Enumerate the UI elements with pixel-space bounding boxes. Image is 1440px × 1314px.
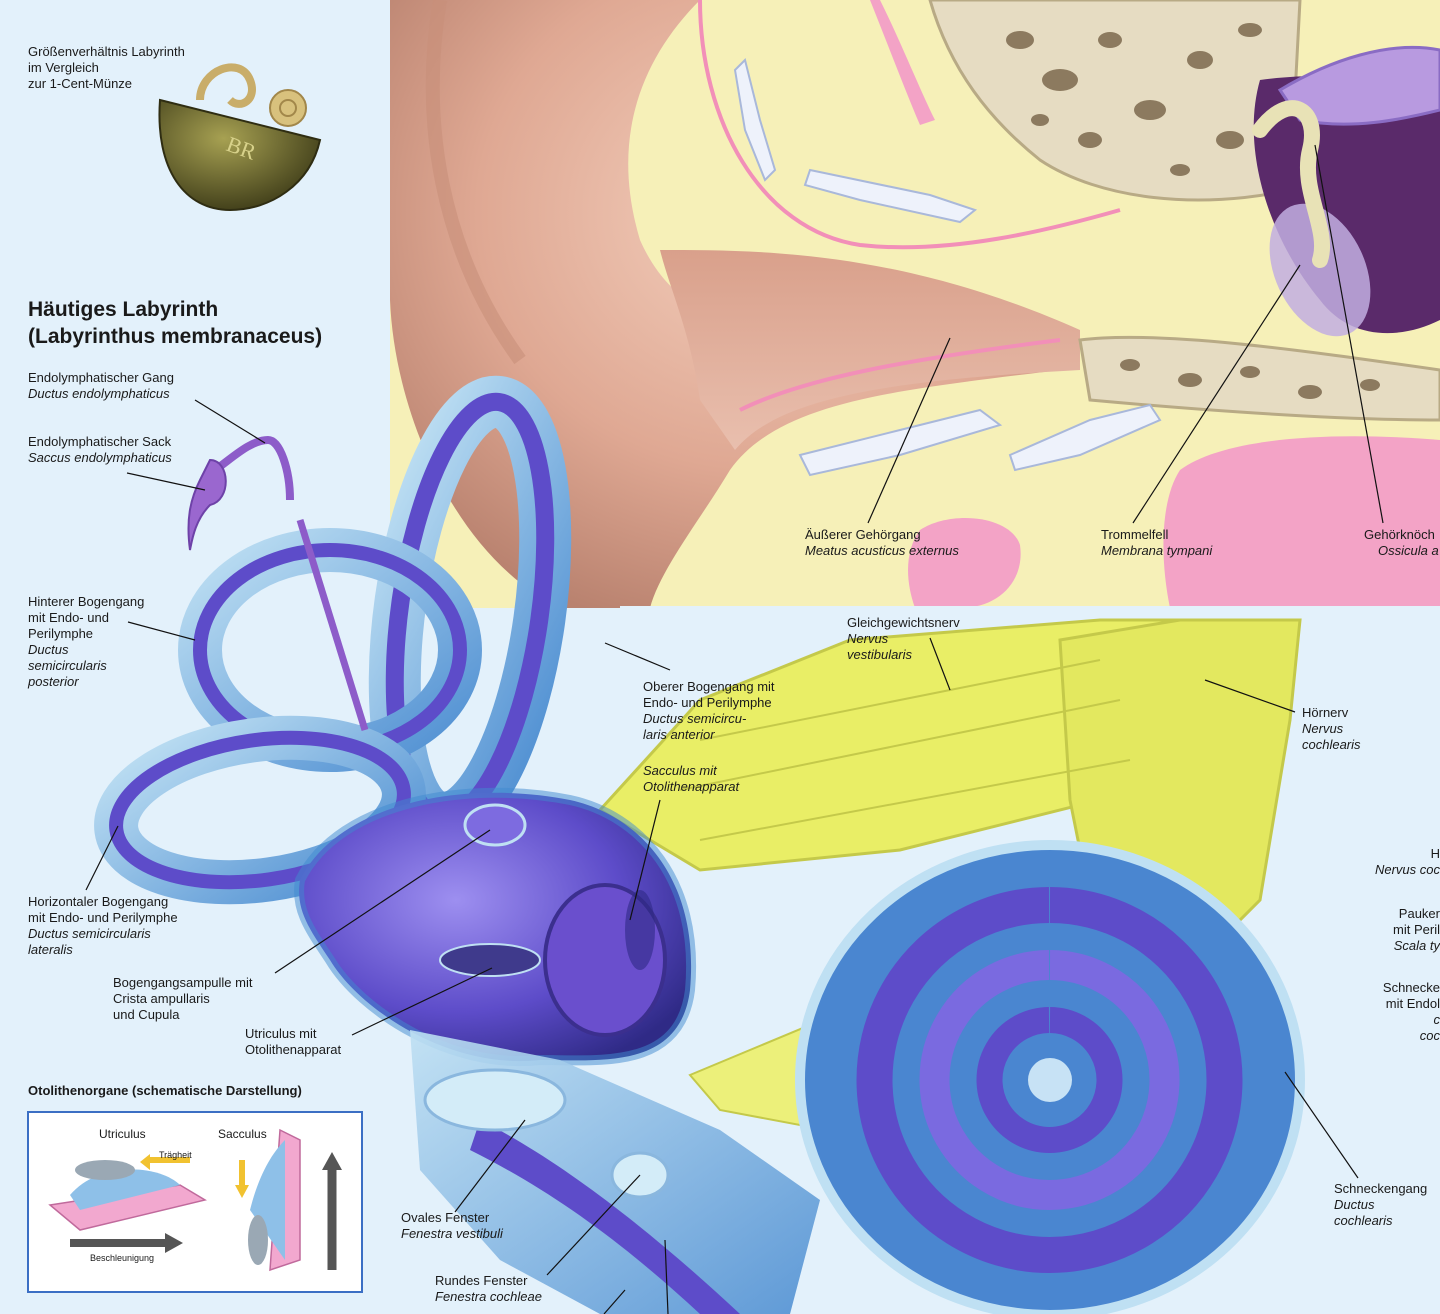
utriculus-schematic [48, 1154, 207, 1253]
temporal-bone-lower [1078, 335, 1440, 422]
label-latin: Sacculus mit [643, 763, 717, 778]
title-line: Häutiges Labyrinth [28, 298, 219, 321]
tympanic-membrane [1269, 203, 1371, 337]
sacculus-schematic [235, 1128, 342, 1272]
label-latin: Ductus [28, 642, 69, 657]
label-horizontaler-bogengang: Horizontaler Bogengang mit Endo- und Per… [28, 894, 178, 958]
label-de: Hinterer Bogengang [28, 594, 145, 609]
label-right-h: H Nervus coc [1370, 846, 1440, 878]
label-latin: semicircularis [28, 658, 107, 673]
label-de: Perilymphe [28, 626, 94, 641]
leader-lines [85, 144, 1384, 1314]
label-hinterer-bogengang: Hinterer Bogengang mit Endo- und Perilym… [28, 594, 144, 690]
label-oberer-bogengang: Oberer Bogengang mit Endo- und Perilymph… [643, 679, 775, 743]
label-latin: Nervus [847, 631, 889, 646]
label-latin: Ossicula a [1378, 543, 1439, 558]
label-latin: cochlearis [1334, 1213, 1393, 1228]
label-latin: Ductus endolymphaticus [28, 386, 170, 401]
title-line: (Labyrinthus membranaceus) [28, 325, 323, 348]
label-de: Schnecke [1382, 980, 1440, 995]
label-utriculus: Utriculus mit Otolithenapparat [245, 1026, 341, 1058]
coin-note-line: im Vergleich [28, 60, 99, 75]
label-pauker: Pauker mit Peril Scala ty [1376, 906, 1440, 954]
label-latin: Fenestra vestibuli [401, 1226, 503, 1241]
label-de: mit Endol [1385, 996, 1440, 1011]
label-latin: lateralis [28, 942, 73, 957]
otolith-box-title: Otolithenorgane (schematische Darstellun… [28, 1083, 302, 1098]
label-de: Bogengangsampulle mit [113, 975, 253, 990]
temporal-bone-upper [928, 0, 1302, 202]
label-de: Endo- und Perilymphe [643, 695, 772, 710]
label-de: mit Peril [1393, 922, 1440, 937]
label-de: Utriculus mit [245, 1026, 317, 1041]
label-de: Gehörknöch [1364, 527, 1435, 542]
label-de: Äußerer Gehörgang [805, 527, 921, 542]
label-latin: vestibularis [847, 647, 913, 662]
label-schneckengang: Schneckengang Ductus cochlearis [1334, 1181, 1427, 1229]
label-latin: posterior [28, 674, 79, 689]
label-de: mit Endo- und Perilymphe [28, 910, 178, 925]
parotid-tissue [1163, 436, 1440, 608]
oval-window [423, 1068, 567, 1132]
label-latin: Scala ty [1393, 938, 1440, 953]
label-latin: Otolithenapparat [643, 779, 740, 794]
label-de: Rundes Fenster [435, 1273, 528, 1288]
label-ampulle: Bogengangsampulle mit Crista ampullaris … [113, 975, 252, 1023]
label-de: Gleichgewichtsnerv [847, 615, 960, 630]
label-de: Hörnerv [1302, 705, 1349, 720]
label-de: Crista ampullaris [113, 991, 210, 1006]
label-ovales-fenster: Ovales Fenster Fenestra vestibuli [401, 1210, 503, 1242]
endolymphatic-sac [187, 458, 227, 551]
label-hoernerv: Hörnerv Nervus cochlearis [1302, 705, 1361, 753]
label-de: H [1430, 846, 1440, 861]
coin-illustration: BR [158, 63, 322, 212]
label-de: Horizontaler Bogengang [28, 894, 169, 909]
ossicles [1252, 100, 1331, 268]
label-latin: Saccus endolymphaticus [28, 450, 172, 465]
otolith-utriculus-label: Utriculus [99, 1127, 146, 1141]
label-de: Ovales Fenster [401, 1210, 490, 1225]
label-schnecke-right: Schnecke mit Endol c coc [1380, 980, 1440, 1044]
coin-note-line: Größenverhältnis Labyrinth [28, 44, 185, 59]
otolith-beschleunigung-label: Beschleunigung [90, 1253, 155, 1263]
label-latin: Fenestra cochleae [435, 1289, 542, 1304]
label-de: Schneckengang [1334, 1181, 1428, 1196]
otolith-sacculus-label: Sacculus [218, 1127, 267, 1141]
label-endolymph-gang: Endolymphatischer Gang Ductus endolympha… [28, 370, 174, 402]
label-latin: Ductus semicircularis [28, 926, 151, 941]
label-de: Pauker [1398, 906, 1440, 921]
label-latin: Nervus [1302, 721, 1344, 736]
label-latin: laris anterior [643, 727, 715, 742]
label-de: Otolithenapparat [245, 1042, 342, 1057]
otolith-traegheit-label: Trägheit [159, 1150, 192, 1160]
label-latin: Meatus acusticus externus [805, 543, 959, 558]
cochlea [795, 840, 1305, 1314]
label-gehoergang: Äußerer Gehörgang Meatus acusticus exter… [805, 527, 959, 559]
coin-note-line: zur 1-Cent-Münze [28, 76, 133, 91]
label-de: Oberer Bogengang mit [643, 679, 775, 694]
label-de: und Cupula [113, 1007, 180, 1022]
label-de: Trommelfell [1101, 527, 1169, 542]
label-gleichgewichtsnerv: Gleichgewichtsnerv Nervus vestibularis [847, 615, 960, 663]
page-title: Häutiges Labyrinth (Labyrinthus membrana… [28, 296, 322, 350]
label-latin: Ductus semicircu- [643, 711, 747, 726]
label-latin: Ductus [1334, 1197, 1375, 1212]
label-latin: c [1433, 1012, 1440, 1027]
label-de: Endolymphatischer Sack [28, 434, 172, 449]
coin-note: Größenverhältnis Labyrinth im Vergleich … [28, 44, 185, 92]
label-latin: cochlearis [1302, 737, 1361, 752]
label-latin: Nervus coc [1374, 862, 1440, 877]
label-endolymph-sack: Endolymphatischer Sack Saccus endolympha… [28, 434, 172, 466]
label-de: Endolymphatischer Gang [28, 370, 174, 385]
label-latin: Membrana tympani [1101, 543, 1213, 558]
label-sacculus: Sacculus mit Otolithenapparat [643, 763, 739, 795]
label-rundes-fenster: Rundes Fenster Fenestra cochleae [435, 1273, 542, 1305]
label-gehoerknoechelchen: Gehörknöch Ossicula a [1364, 527, 1439, 559]
label-trommelfell: Trommelfell Membrana tympani [1101, 527, 1212, 559]
label-de: mit Endo- und [28, 610, 109, 625]
label-latin: coc [1419, 1028, 1440, 1043]
